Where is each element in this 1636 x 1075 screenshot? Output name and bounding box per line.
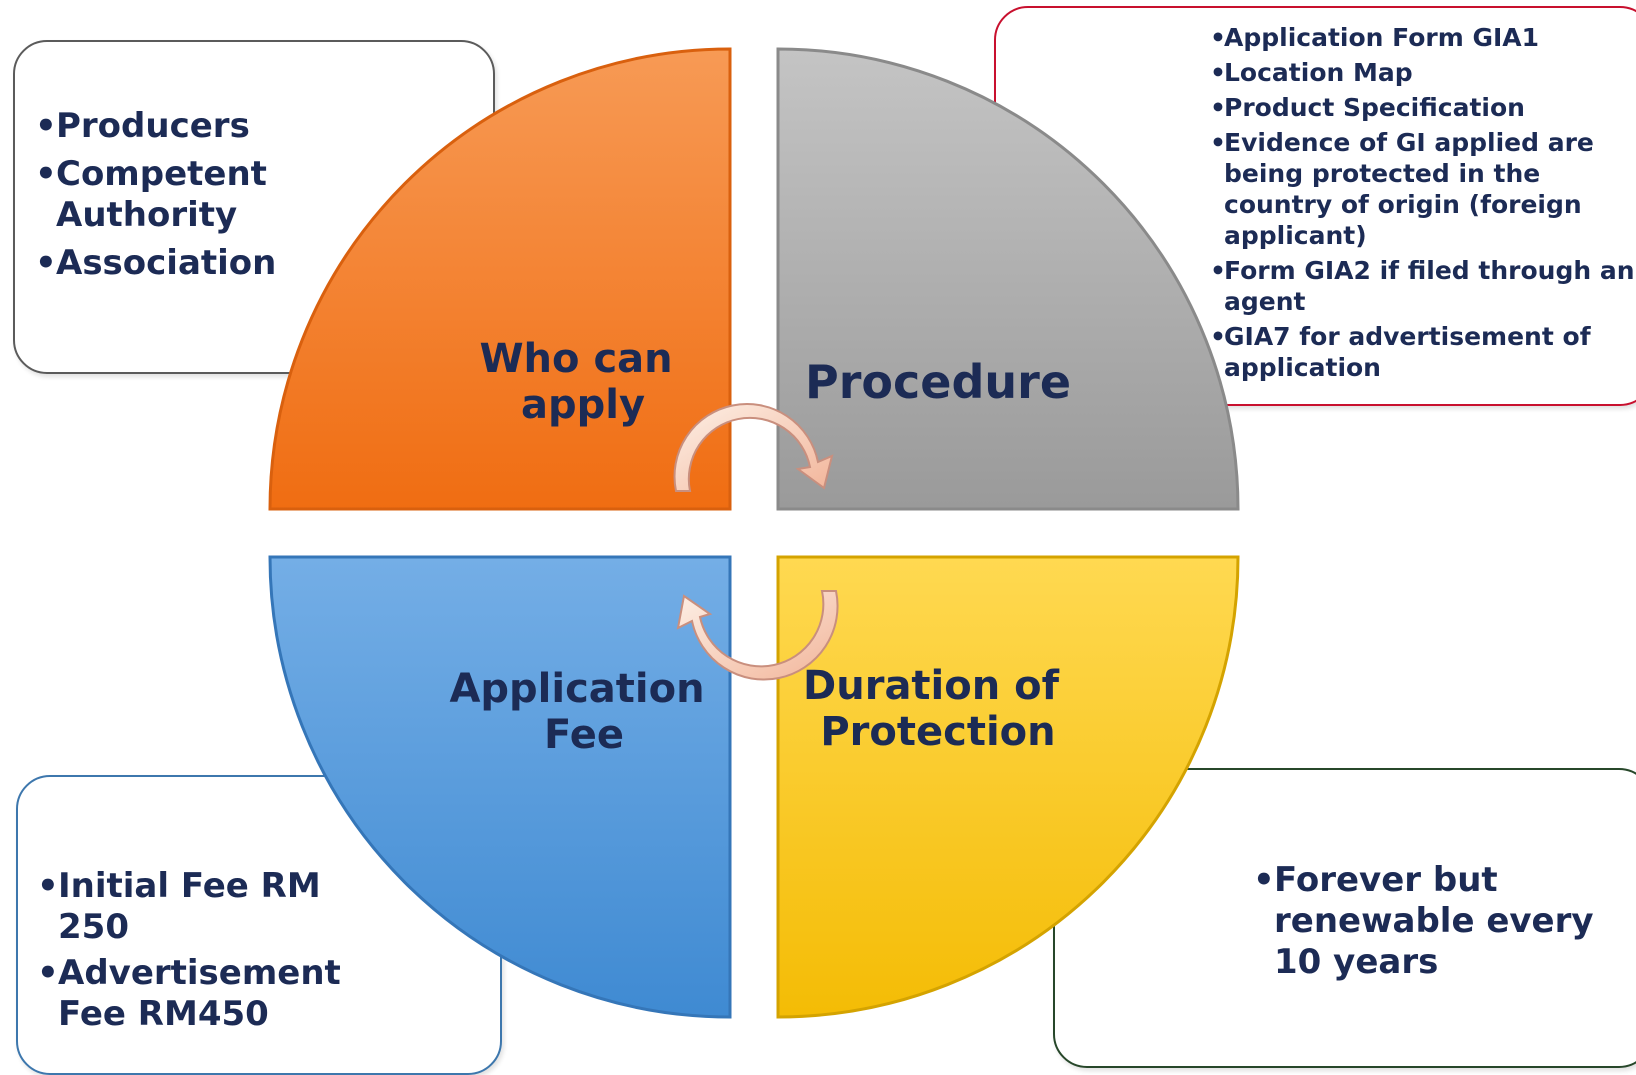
list-item: Application Form GIA1 bbox=[1210, 22, 1636, 53]
list-item: Product Specification bbox=[1210, 92, 1636, 123]
who-can-apply-list: Producers Competent Authority Associatio… bbox=[35, 106, 356, 291]
list-item: Initial Fee RM 250 bbox=[37, 866, 348, 948]
duration-list: Forever but renewable every 10 years bbox=[1253, 860, 1614, 983]
list-item: GIA7 for advertisement of application bbox=[1210, 321, 1636, 383]
quadrant-who-can-apply bbox=[268, 47, 732, 511]
duration-label: Duration of Protection bbox=[803, 663, 1073, 755]
application-fee-list: Initial Fee RM 250 Advertisement Fee RM4… bbox=[37, 866, 348, 1040]
who-can-apply-label: Who can apply bbox=[479, 336, 686, 428]
list-item: Advertisement Fee RM450 bbox=[37, 953, 348, 1035]
list-item: Producers bbox=[35, 106, 356, 147]
quadrant-procedure bbox=[776, 47, 1240, 511]
list-item: Association bbox=[35, 243, 356, 284]
list-item: Evidence of GI applied are being protect… bbox=[1210, 127, 1636, 251]
quadrant-duration bbox=[776, 555, 1240, 1019]
procedure-label: Procedure bbox=[805, 355, 1071, 409]
list-item: Forever but renewable every 10 years bbox=[1253, 860, 1614, 983]
list-item: Form GIA2 if filed through an agent bbox=[1210, 255, 1636, 317]
application-fee-label: Application Fee bbox=[449, 666, 718, 758]
list-item: Location Map bbox=[1210, 57, 1636, 88]
procedure-list: Application Form GIA1 Location Map Produ… bbox=[1210, 22, 1636, 387]
list-item: Competent Authority bbox=[35, 154, 356, 236]
top-curved-arrow-icon bbox=[673, 403, 834, 492]
quadrant-application-fee bbox=[268, 555, 732, 1019]
bottom-curved-arrow-icon bbox=[676, 590, 839, 681]
